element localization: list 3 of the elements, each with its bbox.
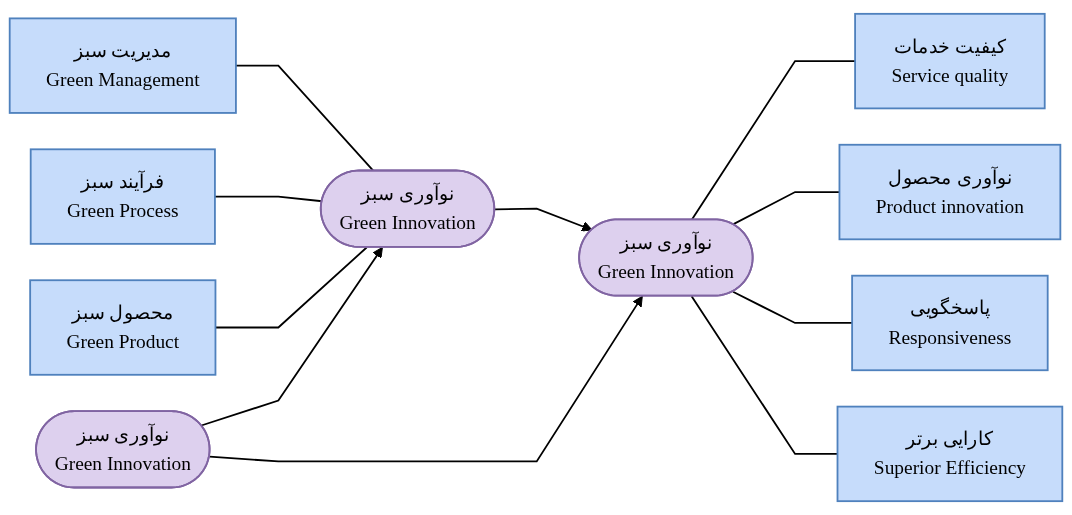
connector: [690, 60, 856, 221]
arrow: [200, 247, 383, 427]
arrow: [208, 295, 643, 463]
